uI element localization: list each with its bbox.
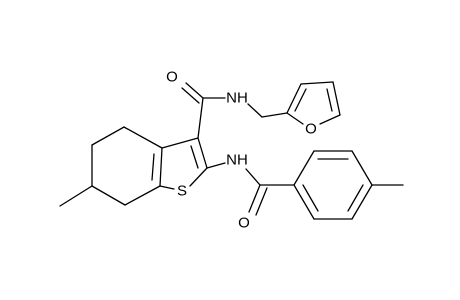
bond-c4-c5 (91, 126, 125, 146)
bond-furan-c4-c5-inner (326, 88, 333, 112)
atom-sulfur-thiophene: S (177, 183, 187, 200)
bond-c2-nh (206, 162, 226, 169)
bond-c3-c2 (197, 137, 208, 169)
bond-layer (59, 81, 404, 220)
bond-c6-c7 (91, 185, 126, 206)
bond-c7a-c4a (159, 147, 163, 187)
bond-c7a-c4a-inner (151, 153, 155, 181)
bond-furan-c3-c4 (300, 81, 334, 85)
bond-nh-ch2 (247, 103, 263, 118)
bond-aryl-c4-c5-inner (347, 184, 364, 212)
atom-label-layer: O NH O S NH O (166, 69, 317, 232)
bond-c7-c7a (124, 185, 161, 206)
bond-carbonyl-bottom-a (248, 184, 261, 213)
bond-c2-s1 (189, 167, 208, 187)
bond-ch2-furan (261, 112, 288, 118)
bond-carbonyl-top-a (185, 82, 204, 99)
atom-nh-amide-top: NH (226, 90, 248, 107)
bond-aryl-c4-c5 (351, 184, 373, 220)
bond-aryl-c6-c1 (293, 184, 315, 220)
bond-aryl-c6-c1-inner (302, 184, 319, 212)
bond-c3-c2-inner (190, 145, 199, 169)
bond-furan-c2-c3 (286, 83, 302, 114)
bond-furan-c4-c5 (332, 81, 341, 116)
bond-nh-amide-carbon (245, 168, 261, 186)
bond-s1-c7a (159, 185, 175, 190)
bond-carbonyl-bottom-b (255, 187, 268, 216)
bond-aryl-c1-c2 (293, 150, 315, 186)
bond-c6-methyl (59, 185, 93, 207)
atom-oxygen-carbonyl-top: O (166, 69, 178, 86)
bond-aryl-c3-c4 (351, 150, 373, 186)
bond-c4a-c3 (161, 137, 199, 149)
bond-furan-o-c2 (286, 112, 304, 125)
atom-oxygen-carbonyl-bottom: O (238, 215, 250, 232)
atom-nh-amide-bottom: NH (226, 152, 248, 169)
bond-carbonyl-top-b (181, 87, 200, 104)
bond-c3-amide-carbon (197, 97, 204, 139)
atom-oxygen-furan: O (305, 121, 317, 138)
bond-furan-c5-o (319, 114, 341, 125)
bond-c4a-c4 (123, 126, 163, 149)
bond-furan-c2-c3-inner (294, 88, 307, 112)
